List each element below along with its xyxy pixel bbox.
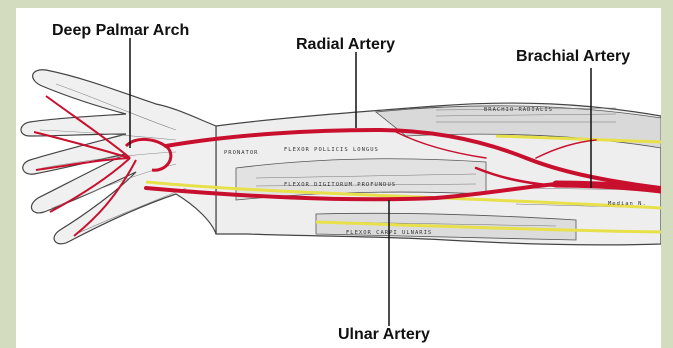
brachial-artery-label: Brachial Artery xyxy=(516,48,630,66)
flexor-pollicis-text: FLEXOR POLLICIS LONGUS xyxy=(284,147,379,153)
flexor-digitorum-text: FLEXOR DIGITORUM PROFUNDUS xyxy=(284,182,396,188)
deep-palmar-arch-label: Deep Palmar Arch xyxy=(52,22,189,40)
pronator-text: PRONATOR xyxy=(224,150,259,156)
radial-artery-label: Radial Artery xyxy=(296,36,395,54)
diagram-frame: BRACHIO-RADIALIS PRONATOR FLEXOR POLLICI… xyxy=(16,8,661,348)
brachioradialis-text: BRACHIO-RADIALIS xyxy=(484,107,553,113)
median-nerve-text: Median N. xyxy=(608,201,647,207)
ulnar-artery-label: Ulnar Artery xyxy=(338,326,430,344)
